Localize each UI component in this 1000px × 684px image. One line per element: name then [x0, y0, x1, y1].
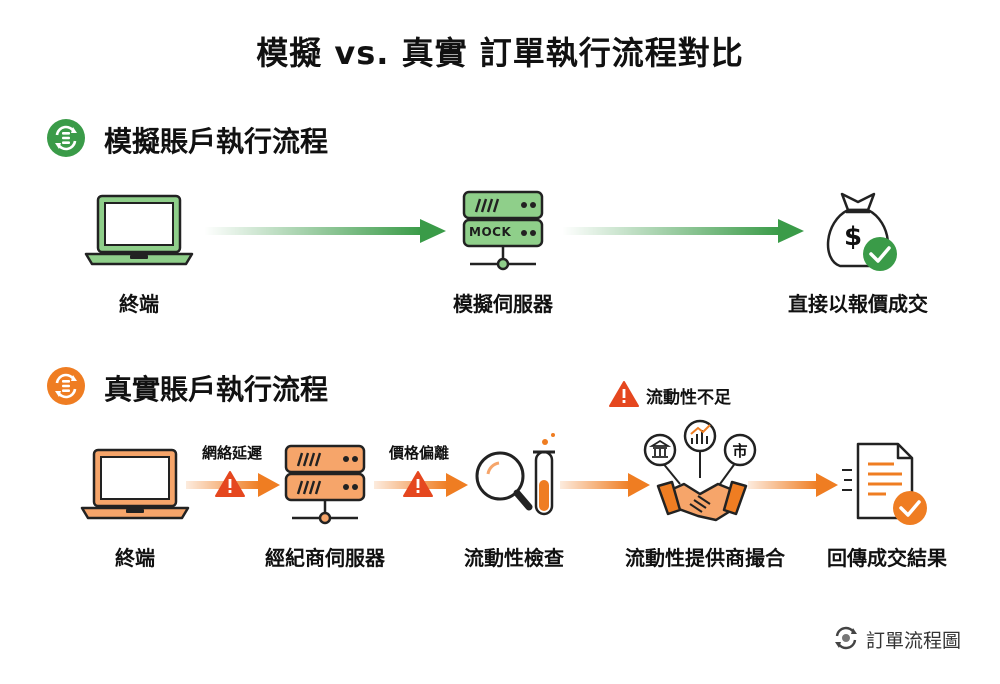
document-check-icon [842, 442, 927, 525]
edge-label-price-deviation: 價格偏離 [388, 444, 449, 462]
real-flow-arrow-4 [748, 473, 838, 497]
market-bubble-text: 市 [732, 442, 748, 460]
real-section-title: 真實賬戶執行流程 [104, 373, 329, 406]
laptop-icon [80, 448, 190, 520]
magnifier-test-tube-icon [475, 433, 555, 516]
real-node-label-broker-server: 經紀商伺服器 [265, 546, 385, 570]
laptop-icon [84, 194, 194, 266]
edge-label-network-latency: 網絡延遲 [201, 444, 262, 462]
mock-server-icon [462, 190, 544, 271]
refresh-cycle-icon [835, 626, 857, 650]
mock-server-badge: MOCK [469, 225, 512, 239]
sim-node-label-mock-server: 模擬伺服器 [453, 292, 553, 316]
sim-section-title: 模擬賬戶執行流程 [104, 125, 329, 158]
page-title: 模擬 vs. 真實 訂單執行流程對比 [256, 34, 744, 72]
money-bag-check-icon [826, 192, 897, 271]
real-node-label-lp-matching: 流動性提供商撮合 [625, 546, 785, 570]
server-icon [284, 444, 366, 525]
footer-label: 訂單流程圖 [866, 630, 962, 652]
money-bag-dollar-sign: $ [844, 222, 863, 252]
real-flow-arrow-2 [374, 471, 468, 497]
sim-flow-arrow-1 [204, 219, 446, 243]
sim-node-label-terminal: 終端 [119, 292, 159, 316]
warning-icon [609, 381, 639, 407]
real-node-label-return-result: 回傳成交結果 [827, 546, 947, 570]
liquidity-warning-label: 流動性不足 [646, 388, 731, 408]
sim-section-icon [47, 119, 85, 157]
handshake-icon [643, 419, 757, 522]
real-node-label-liquidity-check: 流動性檢查 [464, 546, 564, 570]
sim-flow-arrow-2 [562, 219, 804, 243]
real-flow-arrow-3 [560, 473, 650, 497]
real-node-label-terminal: 終端 [115, 546, 155, 570]
sim-node-label-direct-fill: 直接以報價成交 [788, 292, 928, 316]
real-flow-arrow-1 [186, 471, 280, 497]
real-section-icon [47, 367, 85, 405]
